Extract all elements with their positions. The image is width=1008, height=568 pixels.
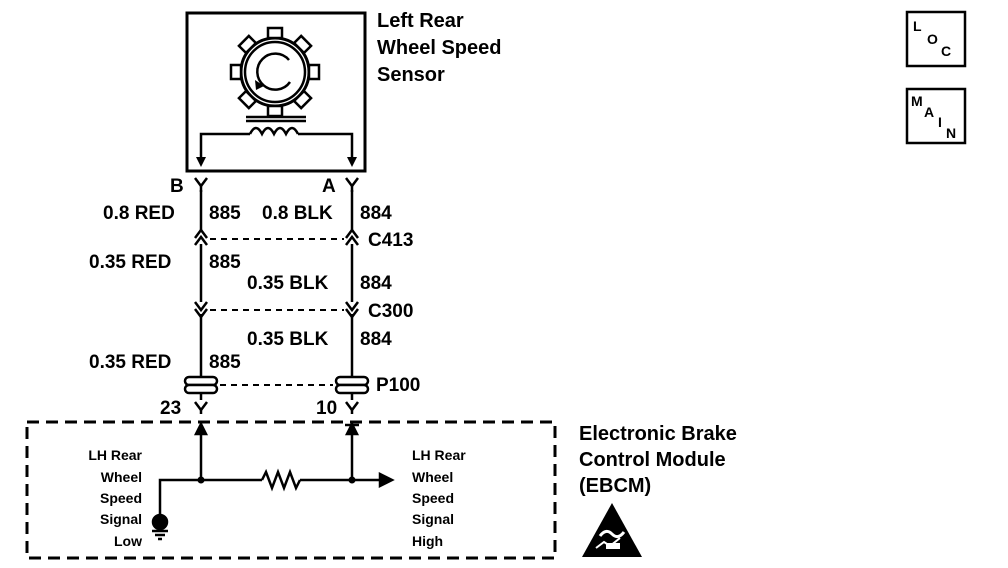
loc-button[interactable]: L O C <box>905 10 967 68</box>
wire-b-seg1-circuit: 885 <box>209 203 241 224</box>
ground-icon <box>151 513 169 541</box>
signal-low-line-4: Signal <box>100 511 142 527</box>
ebcm-connector-icon <box>194 401 359 414</box>
signal-high-line-5: High <box>412 533 443 549</box>
signal-high-line-2: Wheel <box>412 469 453 485</box>
module-name-line-2: Control Module <box>579 449 726 471</box>
wire-b-seg3-color: 0.35 RED <box>89 352 171 373</box>
wire-b-seg2-circuit: 885 <box>209 252 241 273</box>
module-name-line-1: Electronic Brake <box>579 423 737 445</box>
tone-ring-icon <box>229 26 321 118</box>
wire-a-seg1-color: 0.8 BLK <box>262 203 333 224</box>
main-letter-i: I <box>938 114 942 130</box>
ebcm-pin-23: 23 <box>160 398 181 419</box>
main-button[interactable]: M A I N <box>905 87 967 145</box>
wire-b-seg2-color: 0.35 RED <box>89 252 171 273</box>
sensor-connector-icon <box>194 177 359 192</box>
signal-low-line-2: Wheel <box>101 469 142 485</box>
wire-b-seg3-circuit: 885 <box>209 352 241 373</box>
wire-b-seg1-color: 0.8 RED <box>103 203 175 224</box>
signal-high-line-4: Signal <box>412 511 454 527</box>
sensor-name-line-2: Wheel Speed <box>377 37 501 59</box>
main-letter-a: A <box>924 104 934 120</box>
junction-dot <box>348 476 356 484</box>
wire-a-seg3-color: 0.35 BLK <box>247 329 329 350</box>
signal-low-line-3: Speed <box>100 490 142 506</box>
junction-dot <box>197 476 205 484</box>
sensor-pin-a: A <box>322 176 336 197</box>
connector-c413-label: C413 <box>368 230 413 251</box>
sensor-name-line-1: Left Rear <box>377 10 464 32</box>
main-letter-n: N <box>946 125 956 141</box>
wire-a-seg1-circuit: 884 <box>360 203 392 224</box>
grommet-p100-icon <box>183 375 370 400</box>
ebcm-internal-circuit <box>158 421 395 515</box>
esd-warning-icon <box>582 503 642 557</box>
wheel-speed-sensor: Left Rear Wheel Speed Sensor <box>185 10 501 173</box>
ebcm-module: LH Rear Wheel Speed Signal Low LH Rear W… <box>25 420 737 560</box>
sensor-pin-b: B <box>170 176 184 197</box>
signal-high-line-1: LH Rear <box>412 447 466 463</box>
signal-low-line-5: Low <box>114 533 142 549</box>
wire-a-seg2-color: 0.35 BLK <box>247 273 329 294</box>
loc-letter-o: O <box>927 31 938 47</box>
wire-a-seg3-circuit: 884 <box>360 329 392 350</box>
loc-letter-c: C <box>941 43 951 59</box>
wire-a-seg2-circuit: 884 <box>360 273 392 294</box>
grommet-p100-label: P100 <box>376 375 420 396</box>
pickup-coil-icon <box>199 115 354 160</box>
connector-c413-icon <box>194 227 359 246</box>
ebcm-pin-10: 10 <box>316 398 337 419</box>
signal-low-line-1: LH Rear <box>88 447 142 463</box>
sensor-name-line-3: Sensor <box>377 64 445 86</box>
main-letter-m: M <box>911 93 923 109</box>
module-name-line-3: (EBCM) <box>579 475 651 497</box>
loc-letter-l: L <box>913 18 922 34</box>
circuit-wires <box>199 190 354 378</box>
connector-c300-icon <box>194 301 359 320</box>
signal-high-line-3: Speed <box>412 490 454 506</box>
connector-c300-label: C300 <box>368 301 413 322</box>
